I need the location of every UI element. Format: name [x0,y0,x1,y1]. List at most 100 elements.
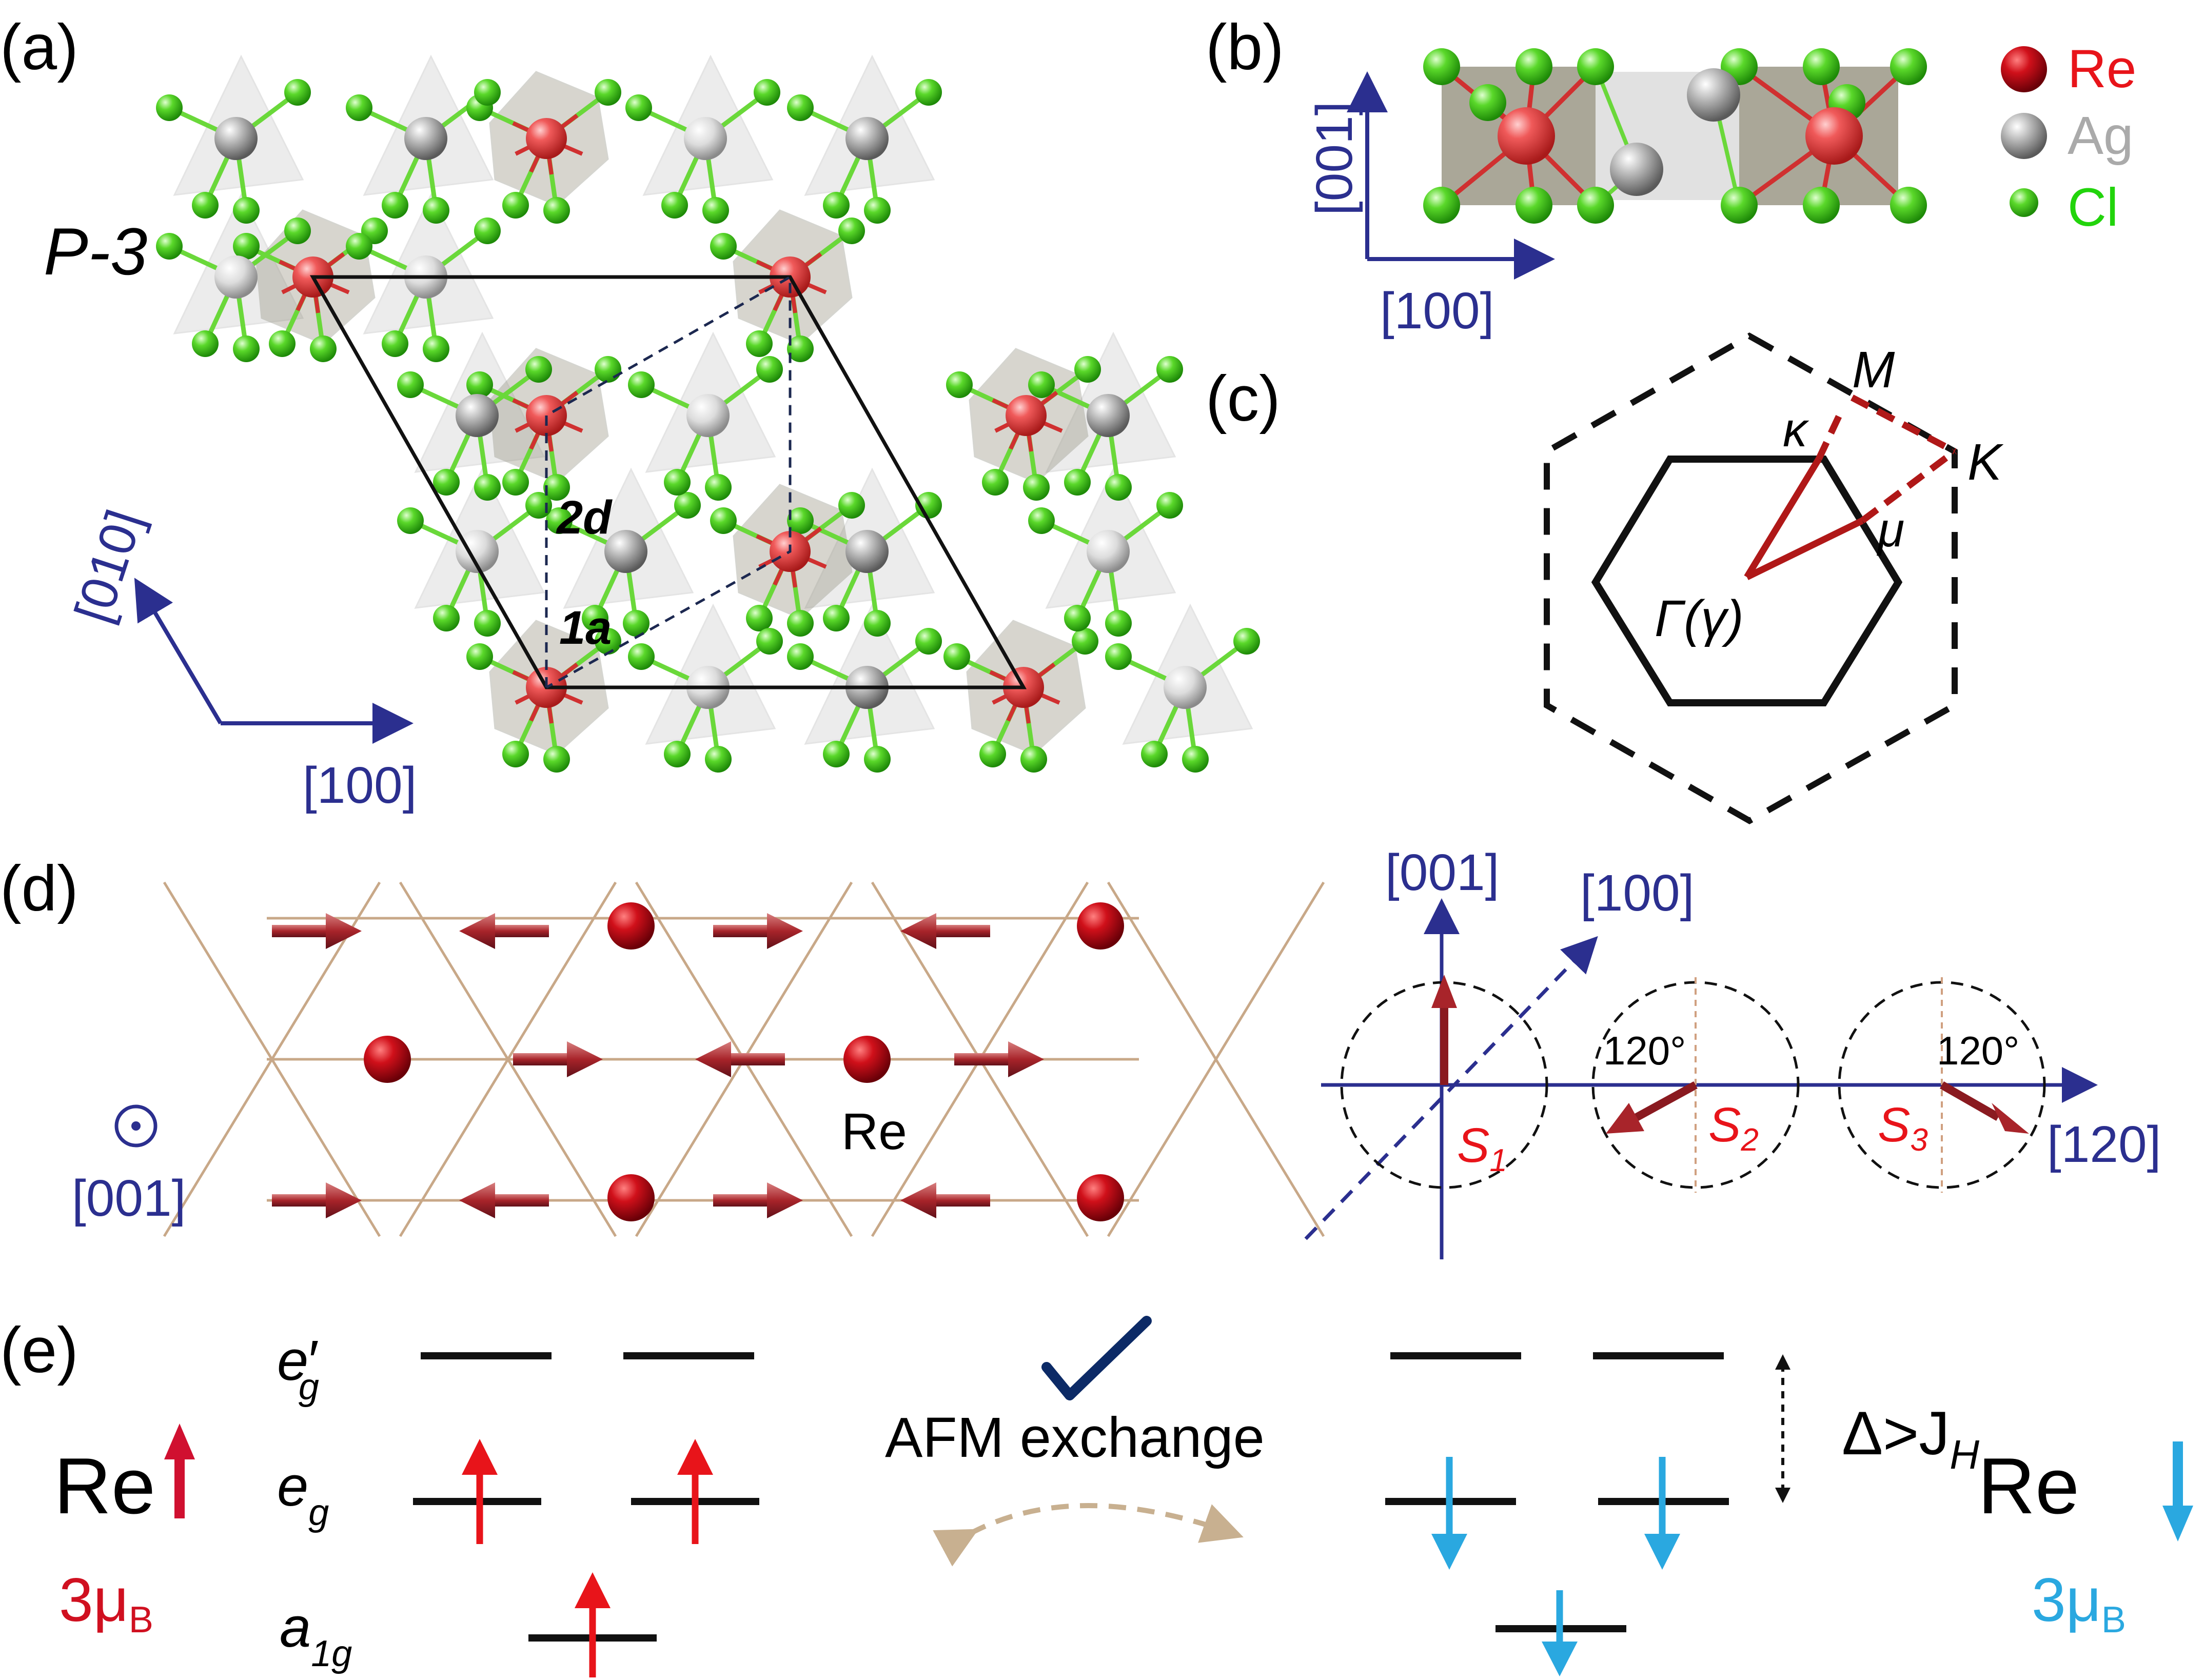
cl-atom [474,218,501,244]
cl-atom [756,356,783,383]
cl-atom [525,492,552,519]
cl-atom [466,643,493,670]
cl-atom [1023,474,1050,501]
spin-arrow-right [713,913,803,949]
legend-cl-label: Cl [2068,177,2118,238]
axis-010-arrow [134,578,223,725]
spin-arrow-head [900,913,936,949]
gap-arrow-top [1775,1354,1790,1370]
cl-atom [582,605,608,631]
cl-atom [543,746,570,773]
cl-atom [864,610,891,637]
axis-100-dashed-d [1304,936,1598,1240]
spin-arrow-right [272,913,362,949]
spin-arrow-left [695,1041,785,1077]
cl-atom [674,492,701,519]
ag-atom [845,530,889,573]
out-of-plane-symbol [114,1104,158,1148]
cl-atom [979,741,1006,767]
ag-atom [604,530,647,573]
cl-atom [233,233,260,260]
spin-arrow-left [459,913,549,949]
site-1a-label: 1a [559,602,612,654]
panel-e-label: (e) [0,1315,78,1386]
re-atom [1498,107,1555,165]
cl-atom [625,94,652,121]
cl-atom [1156,356,1183,383]
cl-atom [1064,605,1091,631]
cl-atom [595,628,621,655]
panel-c-label: (c) [1206,363,1281,434]
right-moment-label: 3μB [2032,1566,2126,1641]
cl-atom [1469,84,1506,121]
cl-atom [1105,643,1132,670]
cl-atom [787,643,814,670]
lattice-line [399,881,617,1237]
spin-arrow-right [713,1182,803,1218]
re-atom [364,1036,411,1083]
re-atom [1805,107,1863,165]
cl-atom [628,643,655,670]
legend-ag-label: Ag [2068,106,2133,166]
cl-atom [346,94,372,121]
cl-atom [1020,746,1047,773]
spin-arrows [272,913,1044,1218]
cl-atom [233,197,260,224]
re-atom [607,902,655,950]
cl-atom [1577,187,1614,224]
path-M-K-dashed [1850,394,1957,454]
cl-atom [864,746,891,773]
spin-arrow-head [459,1182,495,1218]
point-K-label: K [1967,433,2004,491]
cl-atom [702,197,729,224]
spin-arrow-head [900,1182,936,1218]
panel-b-label: (b) [1206,12,1284,83]
spin-arrow-head [767,913,803,949]
spin-angle-diagram: [001] [100] [120] 120° 120° S1 [1304,844,2161,1259]
spin-arrow-head [326,1182,362,1218]
spin-vector-s3 [1940,1081,2029,1134]
spin-arrow-left [900,1182,990,1218]
cl-atom [1516,187,1552,224]
cl-atom [423,197,449,224]
spin-up-a1g [575,1572,611,1677]
spin-label-s2: S2 [1708,1098,1759,1158]
cl-atom [1516,48,1552,85]
cl-atom [1577,48,1614,85]
cl-atom [1890,48,1927,85]
spin-arrow-shaft [954,1053,1011,1065]
spin-vector-s2 [1606,1081,1698,1134]
cl-atom [823,192,850,219]
cl-atom [474,610,501,637]
cl-atom [543,474,570,501]
lattice-line [1107,881,1325,1237]
cl-atom [746,330,773,357]
space-group-label: P-3 [44,214,147,289]
cl-atom [982,469,1009,496]
path-mu-K-dashed [1860,448,1957,524]
spin-vector-s1 [1431,975,1457,1085]
point-kappa-label: κ [1783,403,1809,457]
spin-arrow-shaft [934,1194,990,1207]
cl-atom [1182,746,1209,773]
cl-atom [284,218,311,244]
gap-label: Δ>JH [1842,1399,1979,1477]
right-ion-spin-down-icon [2162,1441,2193,1541]
panel-d-label: (d) [0,853,78,924]
re-atom [1006,395,1047,436]
cl-atom [838,492,865,519]
path-gamma-mu [1745,518,1864,580]
spin-up-eg-2 [677,1439,713,1544]
cl-atom [787,507,814,534]
axis-001-label-b: [001] [1306,102,1363,215]
cl-atom [474,79,501,106]
level-eg-label: eg [277,1455,329,1533]
cl-atom [1721,187,1758,224]
re-atom [526,118,567,159]
ag-atom [684,117,727,160]
ag-atom [404,117,447,160]
left-ion-spin-up-icon [164,1424,195,1518]
cl-atom [664,469,691,496]
cl-atom [382,330,408,357]
cl-atom [1156,492,1183,519]
